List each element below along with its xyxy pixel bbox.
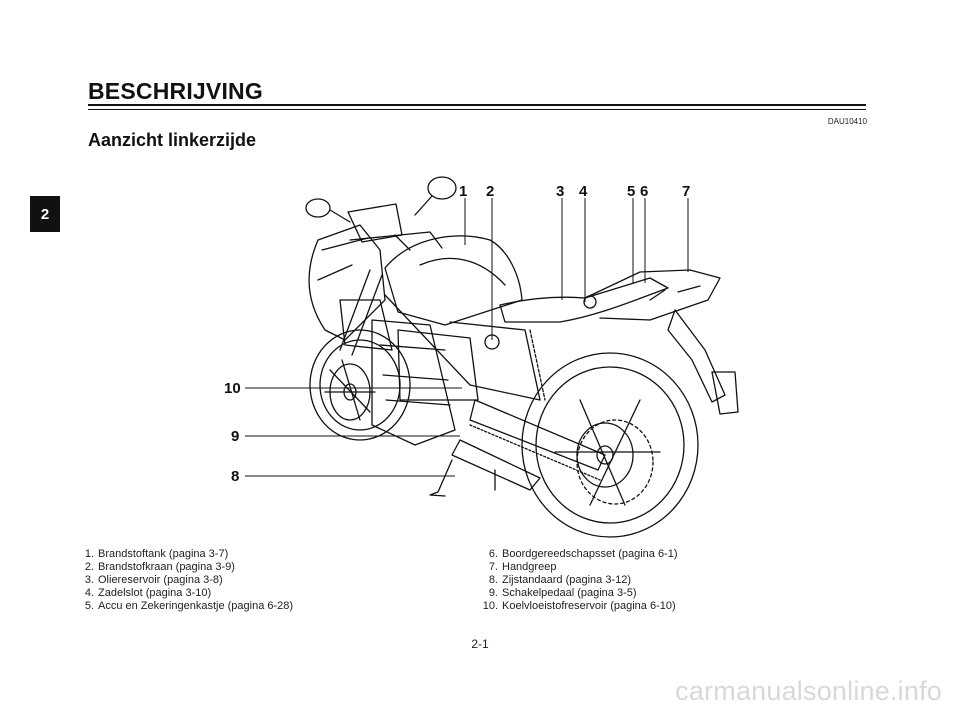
legend-item: 8.Zijstandaard (pagina 3-12) <box>488 574 632 586</box>
side-stand-drawing <box>429 459 453 497</box>
callout-7: 7 <box>682 183 690 200</box>
callout-4: 4 <box>579 183 588 200</box>
watermark: carmanualsonline.info <box>675 676 942 706</box>
legend-left: 1.Brandstoftank (pagina 3-7) 2.Brandstof… <box>76 548 293 613</box>
engine-block-drawing <box>371 319 456 446</box>
legend-item: 10.Koelvloeistofreservoir (pagina 6-10) <box>482 600 676 612</box>
callout-10: 10 <box>224 380 241 397</box>
legend-item: 9.Schakelpedaal (pagina 3-5) <box>488 587 637 599</box>
exhaust-drawing <box>451 439 541 491</box>
page-title: BESCHRIJVING <box>88 78 263 104</box>
callout-1: 1 <box>459 183 467 200</box>
right-mirror-drawing <box>427 176 457 200</box>
doc-code: DAU10410 <box>827 117 867 126</box>
legend-item: 3.Oliereservoir (pagina 3-8) <box>84 574 223 586</box>
callout-9: 9 <box>231 428 239 445</box>
callout-6: 6 <box>640 183 648 200</box>
swingarm-drawing <box>469 399 606 471</box>
seat-drawing <box>499 277 669 323</box>
callout-5: 5 <box>627 183 635 200</box>
fuel-tank-drawing <box>384 235 523 326</box>
front-fairing-drawing <box>308 224 386 341</box>
page-number: 2-1 <box>471 637 489 651</box>
legend-item: 4.Zadelslot (pagina 3-10) <box>84 587 212 599</box>
left-mirror-drawing <box>305 198 331 218</box>
rear-wheel-drawing <box>521 352 699 538</box>
legend-item: 7.Handgreep <box>488 561 557 573</box>
legend-right: 6.Boordgereedschapsset (pagina 6-1) 7.Ha… <box>480 548 678 613</box>
callout-3: 3 <box>556 183 564 200</box>
tail-section-drawing <box>584 269 721 321</box>
callout-8: 8 <box>231 468 239 485</box>
motorcycle-left-side-diagram: 1 2 3 4 5 6 7 10 9 8 <box>224 176 739 538</box>
chapter-tab: 2 <box>30 196 60 232</box>
callout-2: 2 <box>486 183 494 200</box>
section-title: Aanzicht linkerzijde <box>88 130 257 150</box>
legend-item: 5.Accu en Zekeringenkastje (pagina 6-28) <box>84 600 294 612</box>
legend-item: 6.Boordgereedschapsset (pagina 6-1) <box>488 548 678 560</box>
legend-item: 2.Brandstofkraan (pagina 3-9) <box>84 561 235 573</box>
title-rule <box>88 104 866 106</box>
title-rule-thin <box>88 109 866 110</box>
legend-item: 1.Brandstoftank (pagina 3-7) <box>84 548 229 560</box>
